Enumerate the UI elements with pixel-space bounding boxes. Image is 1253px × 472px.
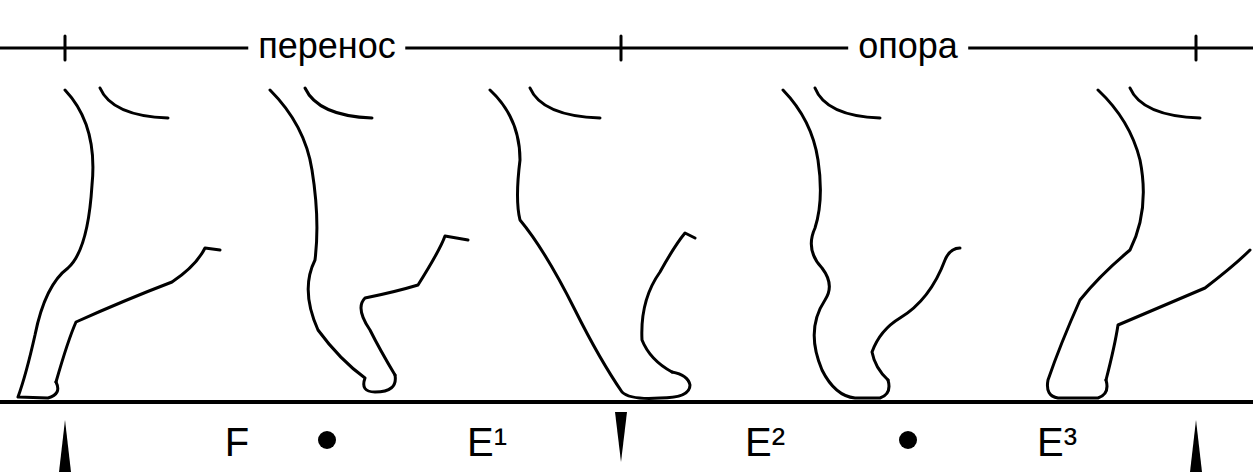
cat-leg-figure — [270, 88, 468, 392]
phase-tick — [64, 36, 67, 60]
cat-leg-figure — [18, 88, 220, 398]
phase-tick — [620, 36, 623, 60]
phase-marker — [59, 420, 71, 472]
cat-leg-figure — [490, 88, 695, 398]
subphase-label: E³ — [1037, 422, 1077, 462]
phase-tick — [1195, 36, 1198, 60]
phase-marker — [615, 412, 627, 462]
phase-label: опора — [848, 28, 968, 64]
phase-dot — [899, 431, 917, 449]
cat-leg-figure — [1047, 88, 1250, 398]
phase-dot — [318, 431, 336, 449]
phase-marker — [1190, 420, 1202, 472]
subphase-label: E² — [745, 422, 785, 462]
ground-line — [0, 400, 1253, 404]
subphase-label: F — [225, 422, 249, 462]
phase-label: перенос — [248, 28, 405, 64]
subphase-label: E¹ — [467, 422, 507, 462]
phase-line — [0, 47, 1253, 50]
cat-leg-figure — [783, 88, 960, 398]
